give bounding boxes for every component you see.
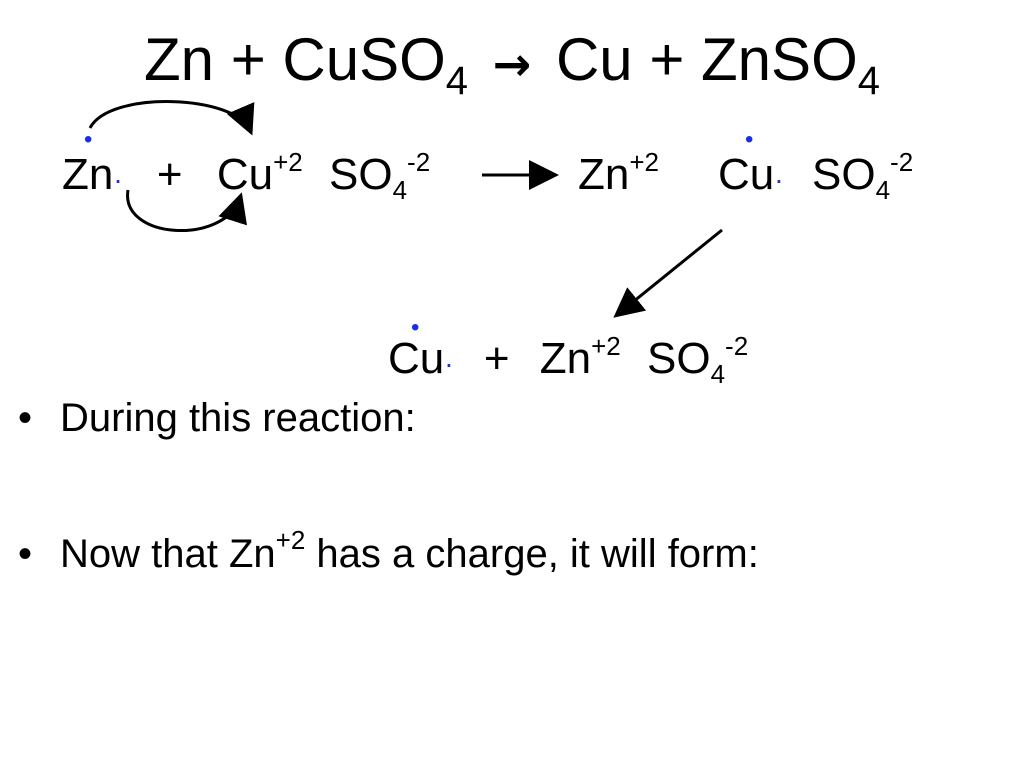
title-plus-2: + <box>649 26 685 93</box>
equation-2: Cu· + Zn+2 SO4-2 <box>388 331 749 389</box>
plus-sign: + <box>156 150 183 199</box>
electron-dot-icon: • <box>411 314 420 341</box>
equation-1-cu-product: Cu· <box>718 150 784 199</box>
title-plus: + <box>230 26 266 93</box>
sulfate-ion: SO4-2 <box>329 147 431 205</box>
zn-atom: Zn <box>62 150 114 199</box>
sulfate-ion: SO4-2 <box>647 331 749 389</box>
zn-ion: Zn+2 <box>539 331 621 383</box>
electron-dot-icon: • <box>745 126 754 153</box>
top-curved-arrow <box>88 100 255 136</box>
equation-1-reactants: Zn· + Cu+2 SO4-2 <box>62 147 431 205</box>
reaction-arrow-icon: → <box>492 37 532 91</box>
bullet-list: During this reaction: Now that Zn+2 has … <box>18 393 759 665</box>
electron-dot-icon: · <box>774 164 784 195</box>
bullet-item: Now that Zn+2 has a charge, it will form… <box>18 527 759 579</box>
slide-title: Zn + CuSO4 → Cu + ZnSO4 <box>0 22 1024 102</box>
cu-atom: Cu <box>388 334 445 383</box>
title-product-cu: Cu <box>555 26 633 93</box>
title-reactant-cuso4: CuSO4 <box>282 26 469 103</box>
electron-dot-icon: · <box>113 164 123 195</box>
diagonal-arrow <box>613 228 723 318</box>
plus-sign: + <box>483 334 510 383</box>
electron-dot-icon: · <box>444 348 454 379</box>
title-product-znso4: ZnSO4 <box>701 26 880 103</box>
bullet-item: During this reaction: <box>18 393 759 443</box>
title-reactant-zn: Zn <box>143 26 215 93</box>
equation-1-zn-ion: Zn+2 <box>578 147 660 199</box>
cu-ion: Cu+2 <box>216 147 303 199</box>
equation-1-sulfate: SO4-2 <box>812 147 914 205</box>
electron-dot-icon: • <box>84 126 93 153</box>
bottom-curved-arrow <box>126 189 247 233</box>
